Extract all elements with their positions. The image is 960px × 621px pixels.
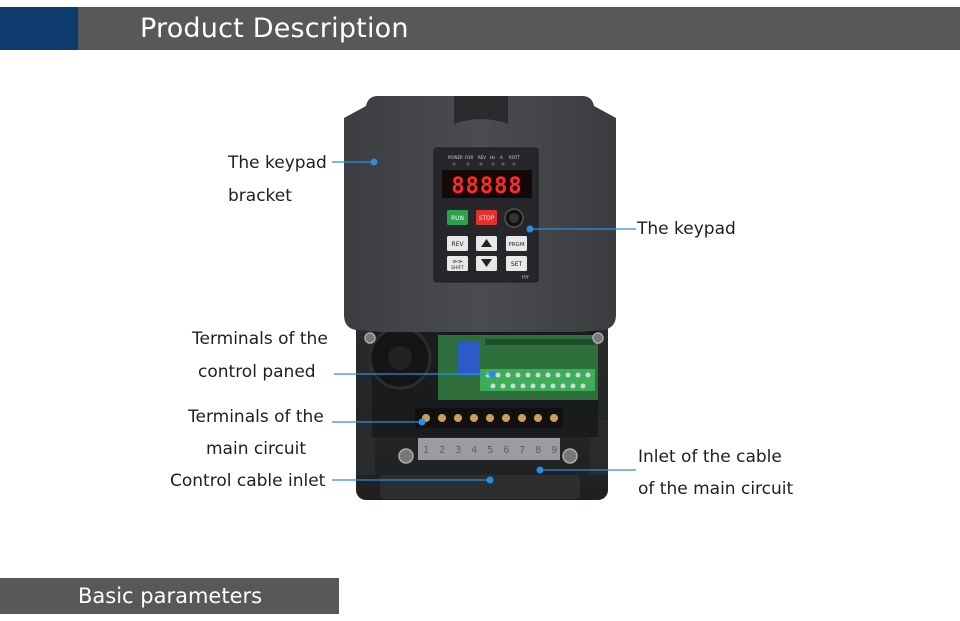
label-main-cable-inlet-line2: of the main circuit <box>638 479 794 499</box>
screw <box>364 332 604 464</box>
svg-text:SET: SET <box>511 261 523 268</box>
led-label: REV <box>478 155 486 160</box>
relay <box>458 342 480 376</box>
run-button <box>447 210 468 225</box>
lower-left-flange <box>356 420 375 475</box>
label-main-terminals-line2: main circuit <box>206 439 307 459</box>
led-label: ROTT <box>509 155 520 160</box>
header-bar: Product Description <box>0 7 960 50</box>
svg-text:REV: REV <box>451 241 464 248</box>
main-terminal-block <box>415 408 563 428</box>
down-arrow-icon <box>481 259 492 267</box>
cover-notch <box>454 96 508 124</box>
brand-mark: HY <box>522 275 530 281</box>
label-control-terminals-line1: Terminals of the <box>192 329 328 349</box>
svg-text:≫≫: ≫≫ <box>452 259 462 265</box>
terminal-number: 6 <box>503 445 509 456</box>
label-control-cable-inlet: Control cable inlet <box>170 471 326 491</box>
terminal-number: 1 <box>423 445 429 456</box>
label-main-terminals-line1: Terminals of the <box>188 407 324 427</box>
label-keypad: The keypad <box>637 219 736 239</box>
terminal-label-strip <box>418 438 560 460</box>
terminal-number: 2 <box>439 445 445 456</box>
label-control-terminals-line2: control paned <box>198 362 316 382</box>
terminal-number: 3 <box>455 445 461 456</box>
led-label: A <box>500 155 503 160</box>
label-main-cable-inlet-line1: Inlet of the cable <box>638 447 782 467</box>
header-accent <box>0 7 78 50</box>
terminal-number: 8 <box>535 445 541 456</box>
up-arrow-icon <box>481 239 492 247</box>
shift-button <box>447 256 468 271</box>
led-display <box>442 170 532 198</box>
terminal-number: 7 <box>519 445 525 456</box>
rev-button <box>447 236 468 251</box>
prgm-button <box>506 236 527 251</box>
display-digits: 88888 <box>451 174 522 199</box>
terminal-number: 4 <box>471 445 477 456</box>
section-bar-basic-parameters: Basic parameters <box>0 578 339 614</box>
label-keypad-bracket-line1: The keypad <box>228 153 327 173</box>
svg-text:STOP: STOP <box>479 215 495 222</box>
section-title: Basic parameters <box>78 584 263 608</box>
svg-text:SHIFT: SHIFT <box>451 265 464 271</box>
terminal-number: 9 <box>551 445 557 456</box>
control-terminal-block <box>480 369 595 391</box>
led-label: POWER <box>448 155 463 160</box>
svg-text:RUN: RUN <box>451 215 464 222</box>
led-label: FOR <box>465 155 473 160</box>
label-keypad-bracket-line2: bracket <box>228 186 292 206</box>
set-button <box>506 256 527 271</box>
inverter-image: 1 2 3 4 5 6 7 8 9 POWER FOR REV Hz A ROT… <box>344 96 616 500</box>
stop-button <box>476 210 497 225</box>
terminal-number: 5 <box>487 445 493 456</box>
svg-text:PRGM: PRGM <box>508 242 524 248</box>
page-title: Product Description <box>140 13 409 44</box>
led-label: Hz <box>490 155 495 160</box>
cable-inlet-lip <box>380 475 580 499</box>
